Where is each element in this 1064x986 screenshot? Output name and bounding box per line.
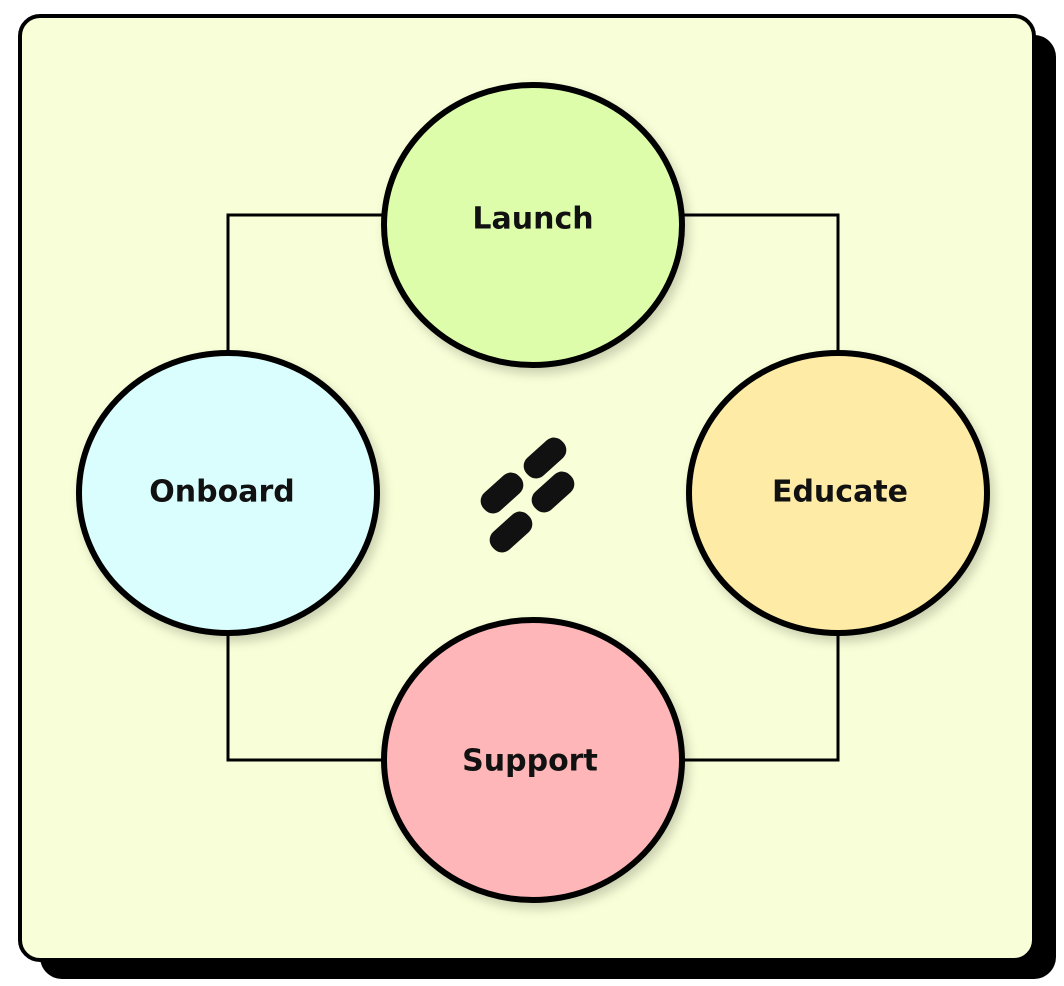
logo-icon [480,437,575,553]
node-support[interactable]: Support [381,617,685,903]
node-launch[interactable]: Launch [381,82,685,368]
node-onboard-circle [76,350,380,636]
connector-educate-support [682,634,840,762]
node-educate-label: Educate [772,475,908,510]
node-educate[interactable]: Educate [686,350,990,636]
node-support-circle [381,617,685,903]
connector-support-onboard [226,634,384,762]
node-educate-circle [686,350,990,636]
node-launch-circle [381,82,685,368]
connector-launch-educate [682,213,840,352]
node-launch-label: Launch [472,202,593,237]
node-support-label: Support [462,744,598,779]
node-onboard-label: Onboard [149,475,294,510]
node-onboard[interactable]: Onboard [76,350,380,636]
connector-onboard-launch [226,213,384,352]
